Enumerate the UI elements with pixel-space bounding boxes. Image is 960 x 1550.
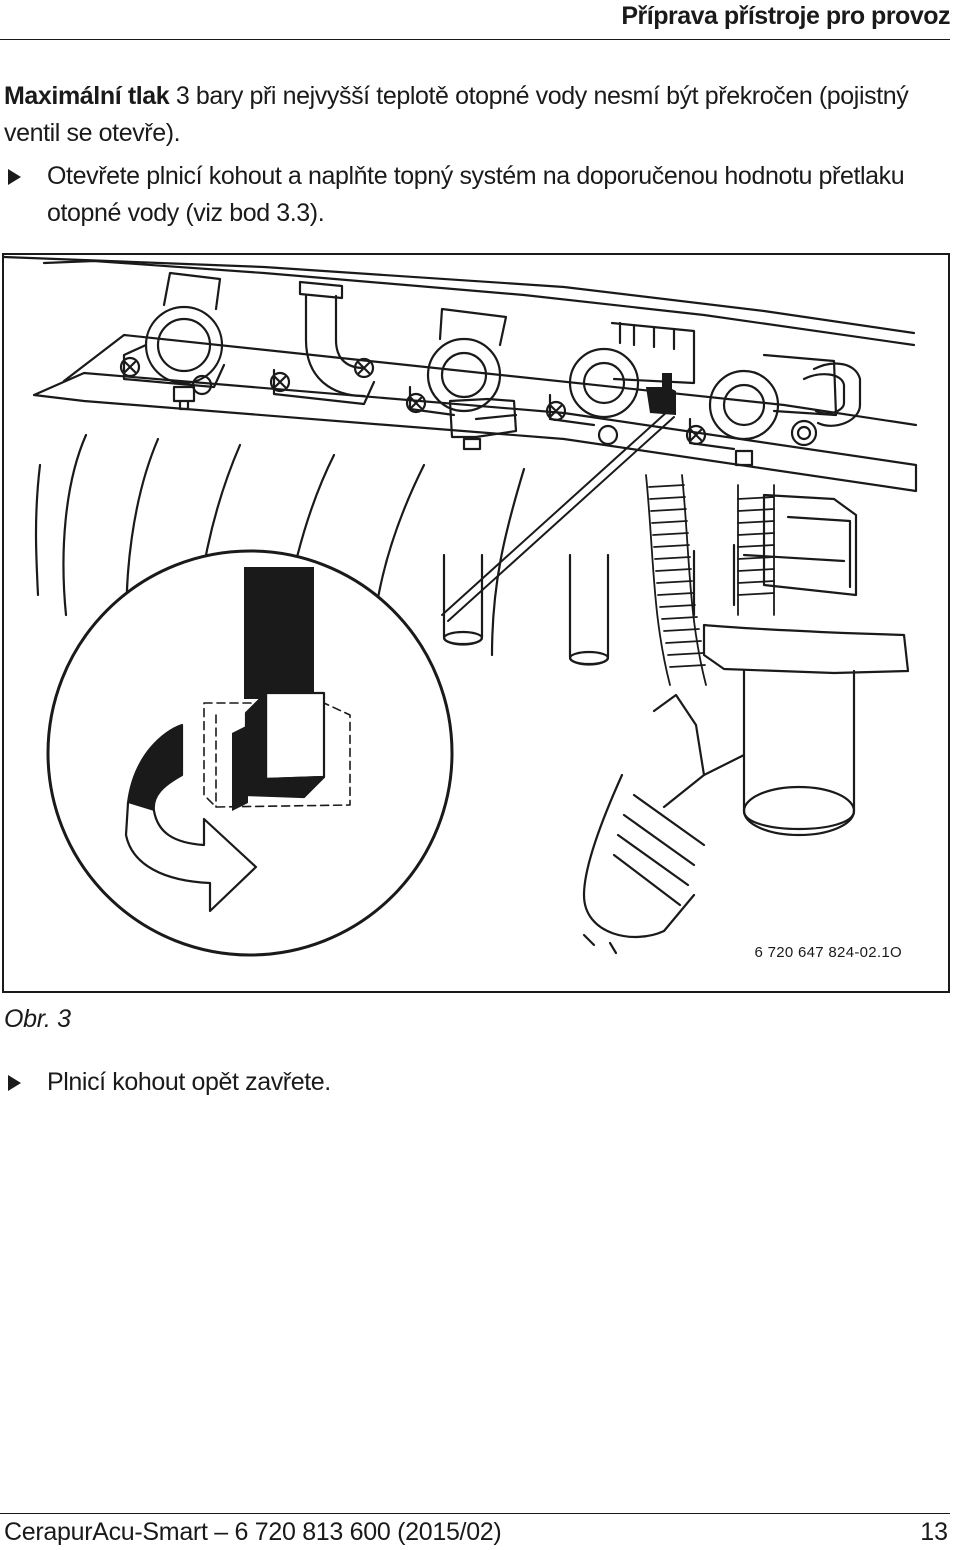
figure-illustration: 6 720 647 824-02.1O [2, 253, 950, 993]
header-divider [0, 39, 950, 40]
intro-paragraph: Maximální tlak 3 bary při nejvyšší teplo… [4, 78, 944, 152]
bullet-arrow-icon [8, 1075, 21, 1091]
footer-divider [0, 1513, 950, 1514]
figure-code: 6 720 647 824-02.1O [754, 944, 902, 961]
step-text: Plnicí kohout opět zavřete. [47, 1068, 331, 1096]
footer-document-id: CerapurAcu-Smart – 6 720 813 600 (2015/0… [4, 1518, 502, 1546]
step-text: Otevřete plnicí kohout a naplňte topný s… [47, 162, 905, 227]
intro-bold-lead: Maximální tlak [4, 82, 170, 110]
intro-text: 3 bary při nejvyšší teplotě otopné vody … [4, 82, 909, 147]
page-number: 13 [920, 1518, 948, 1546]
bullet-arrow-icon [8, 169, 21, 185]
figure-caption: Obr. 3 [4, 1005, 71, 1033]
page-header-title: Příprava přístroje pro provoz [621, 2, 950, 30]
boiler-connections-drawing [4, 255, 918, 957]
